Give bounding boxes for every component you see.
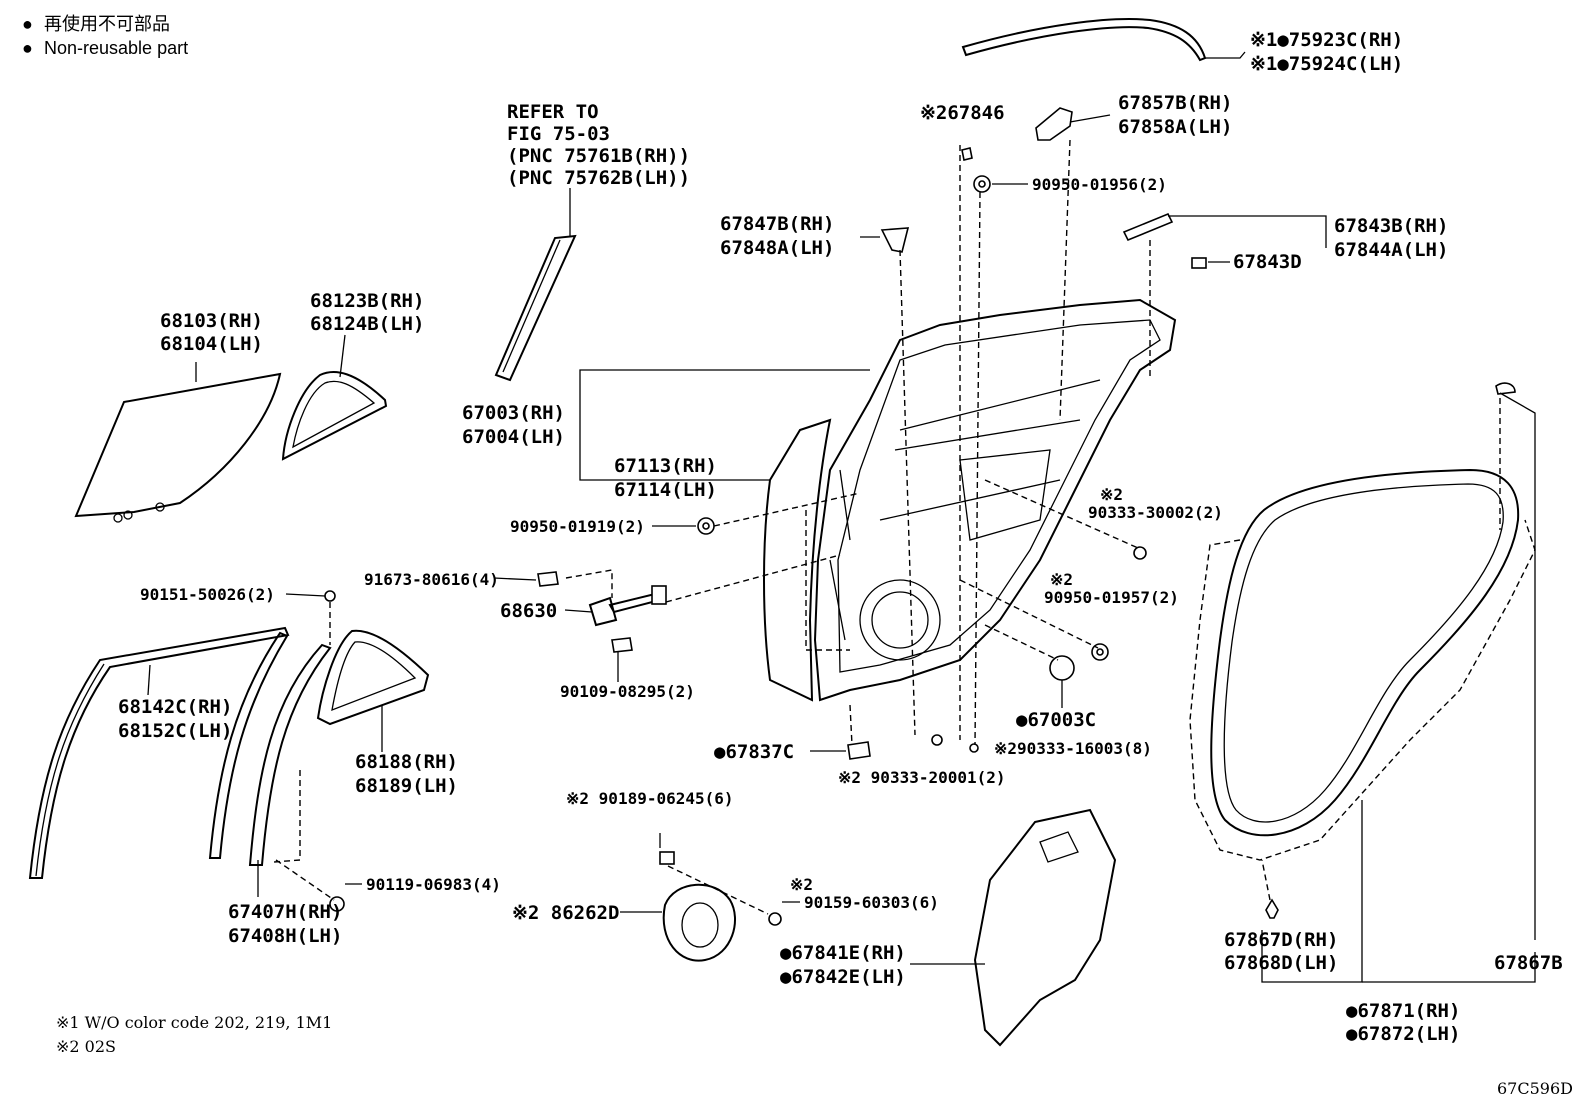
division-bar-channel-part [208,631,289,859]
callout-90189-06245: ※2 90189-06245(6) [566,789,734,808]
callout-67407h: 67407H(RH) [228,901,342,923]
reference-line-1: REFER TO [507,101,599,123]
legend: ● 再使用不可部品 ● Non-reusable part [22,14,188,58]
callout-68189: 68189(LH) [355,775,458,797]
callout-67846: ※267846 [920,102,1005,124]
door-glass-part [74,372,282,518]
callout-67868d: 67868D(LH) [1224,952,1338,974]
legend-item-en-text: Non-reusable part [44,38,188,58]
division-bar-part [494,234,577,382]
callout-67847b: 67847B(RH) [720,213,834,235]
bracket-part [847,741,871,760]
legend-item-en: ● [22,38,33,58]
legend-item-ja: ● [22,14,33,34]
callout-68124b: 68124B(LH) [310,313,424,335]
door-outer-panel-part [763,418,832,702]
callout-67857b: 67857B(RH) [1118,92,1232,114]
quarter-window-frame-part [316,629,430,726]
callout-90333-30002: 90333-30002(2) [1088,503,1223,522]
callout-67841e: ●67841E(RH) [780,942,906,964]
callout-90109-08295: 90109-08295(2) [560,682,695,701]
note-2: ※2 02S [56,1037,116,1056]
callout-75924c: ※1●75924C(LH) [1250,53,1403,75]
callout-68152c: 68152C(LH) [118,720,232,742]
callout-68103: 68103(RH) [160,310,263,332]
door-frame-moulding-part [28,626,290,879]
rear-division-bar-part [248,643,332,866]
callout-67858a: 67858A(LH) [1118,116,1232,138]
legend-item-ja-text: 再使用不可部品 [44,14,170,34]
callout-90333-16003: ※290333-16003(8) [994,739,1152,758]
callout-67871: ●67871(RH) [1346,1000,1460,1022]
reference-line-2: FIG 75-03 [507,123,610,145]
callout-67843d: 67843D [1233,251,1302,273]
callout-67113: 67113(RH) [614,455,717,477]
hole-plug-part [1049,655,1075,681]
reference-line-3: (PNC 75761B(RH)) [507,145,690,167]
callout-90159-60303: 90159-60303(6) [804,893,939,912]
callout-67004: 67004(LH) [462,426,565,448]
callout-90159-60303-note: ※2 [790,875,813,894]
weatherstrip-part [1210,468,1520,837]
door-check-part [588,596,618,627]
callout-68188: 68188(RH) [355,751,458,773]
callout-75923c: ※1●75923C(RH) [1250,29,1403,51]
callout-67837c: ●67837C [714,741,794,763]
callout-90950-01956: 90950-01956(2) [1032,175,1167,194]
callout-90151-50026: 90151-50026(2) [140,585,275,604]
callout-68142c: 68142C(RH) [118,696,232,718]
corner-bracket-part [1122,212,1174,242]
callout-90333-20001: ※2 90333-20001(2) [838,768,1006,787]
leader-lines [147,51,1536,983]
callout-90333-30002-note: ※2 [1100,485,1123,504]
roof-moulding-part [961,18,1207,62]
callout-67842e: ●67842E(LH) [780,966,906,988]
callout-67003: 67003(RH) [462,402,565,424]
callout-90950-01957-note: ※2 [1050,570,1073,589]
callout-67872: ●67872(LH) [1346,1023,1460,1045]
callout-90119-06983: 90119-06983(4) [366,875,501,894]
callout-67867d: 67867D(RH) [1224,929,1338,951]
callout-67003c: ●67003C [1016,709,1096,731]
speaker-part [662,883,736,962]
callout-67844a: 67844A(LH) [1334,239,1448,261]
frame-bracket-part [880,227,910,253]
quarter-glass-part [281,371,388,461]
footnotes: ※1 W/O color code 202, 219, 1M1 ※2 02S 6… [56,1013,1573,1098]
callout-90950-01957: 90950-01957(2) [1044,588,1179,607]
callout-67408h: 67408H(LH) [228,925,342,947]
note-1: ※1 W/O color code 202, 219, 1M1 [56,1013,332,1032]
door-panel-part [813,298,1177,702]
service-hole-cover-part [973,808,1117,1047]
figure-code: 67C596D [1497,1079,1573,1098]
part-drawings [28,18,1536,1047]
callout-67848a: 67848A(LH) [720,237,834,259]
reference-line-4: (PNC 75762B(LH)) [507,167,690,189]
callout-67867b: 67867B [1494,952,1563,974]
callout-68104: 68104(LH) [160,333,263,355]
callout-86262d: ※2 86262D [512,902,619,924]
callout-68630: 68630 [500,600,557,622]
callout-67114: 67114(LH) [614,479,717,501]
callout-90950-01919: 90950-01919(2) [510,517,645,536]
callout-68123b: 68123B(RH) [310,290,424,312]
callout-67843b: 67843B(RH) [1334,215,1448,237]
assembly-lines [273,139,1501,915]
callout-91673-80616: 91673-80616(4) [364,570,499,589]
upper-bracket-part [1035,107,1073,141]
callouts: ※1●75923C(RH) ※1●75924C(LH) REFER TO FIG… [118,29,1563,1045]
